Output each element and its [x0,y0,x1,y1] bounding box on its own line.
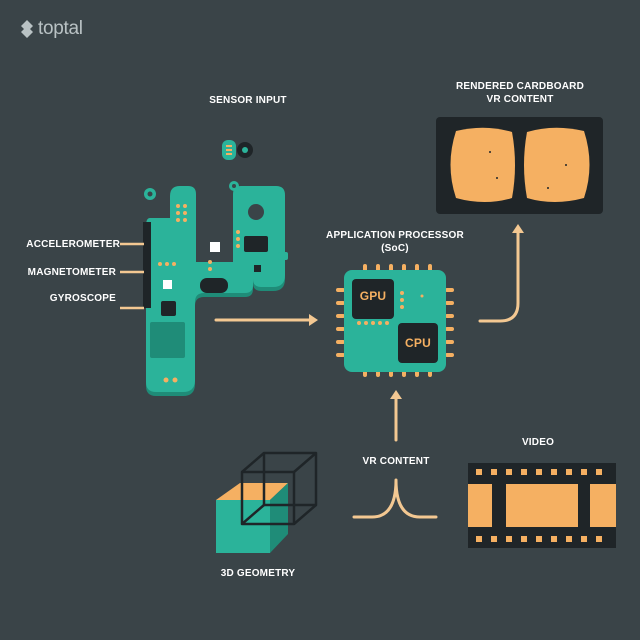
cpu-label: CPU [405,336,431,350]
label-gyroscope: GYROSCOPE [49,293,116,304]
toptal-logo-icon [21,20,33,38]
label-rendered-line1: RENDERED CARDBOARD [455,81,585,92]
label-rendered-content: RENDERED CARDBOARD VR CONTENT [430,80,610,106]
label-application-processor-line2: (SoC) [381,243,409,254]
label-sensor-input: SENSOR INPUT [209,95,287,106]
label-3d-geometry: 3D GEOMETRY [220,568,296,579]
arrow-board-to-processor [214,314,318,326]
label-magnetometer: MAGNETOMETER [27,267,116,278]
label-vr-content: VR CONTENT [362,456,430,467]
label-video: VIDEO [521,437,555,448]
toptal-logo: toptal [20,18,83,40]
arrow-vr-to-processor [390,390,402,442]
sensor-component-icon [222,140,253,160]
merge-connector [352,478,438,519]
arrow-processor-to-rendered [478,224,524,323]
rendered-vr-screen-icon [436,117,603,214]
film-strip-icon [468,463,616,548]
label-application-processor: APPLICATION PROCESSOR (SoC) [300,229,490,255]
sensor-board-icon [143,181,288,396]
cube-3d-icon [216,451,318,553]
gpu-label: GPU [359,289,387,303]
processor-chip-icon [336,264,454,377]
label-accelerometer: ACCELEROMETER [26,239,120,250]
label-rendered-line2: VR CONTENT [486,94,554,105]
brand-name: toptal [38,18,83,39]
label-application-processor-line1: APPLICATION PROCESSOR [326,230,464,241]
